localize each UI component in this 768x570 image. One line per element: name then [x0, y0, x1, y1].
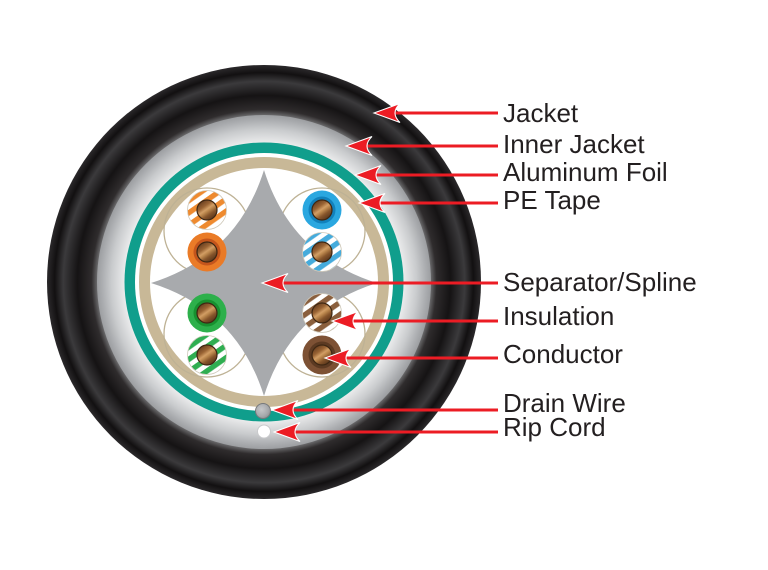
- arrowhead-icon: [330, 310, 359, 332]
- arrowhead-icon: [260, 272, 289, 294]
- conductor-copper: [196, 241, 218, 263]
- annotation-rip-cord: Rip Cord: [272, 412, 606, 443]
- annotation-separator-spline: Separator/Spline: [260, 267, 697, 297]
- conductor-copper: [196, 344, 218, 366]
- arrowhead-icon: [270, 399, 299, 421]
- annotation-jacket: Jacket: [372, 98, 579, 128]
- arrowhead-icon: [323, 347, 352, 369]
- label-conductor: Conductor: [503, 339, 623, 369]
- rip-cord-dot: [257, 424, 271, 439]
- label-inner-jacket: Inner Jacket: [503, 129, 645, 159]
- annotations: Jacket Inner Jacket Aluminum Foil PE Tap…: [260, 98, 697, 443]
- annotation-insulation: Insulation: [330, 301, 614, 332]
- label-rip-cord: Rip Cord: [503, 412, 606, 442]
- label-pe-tape: PE Tape: [503, 185, 601, 215]
- conductor-copper: [311, 344, 333, 366]
- drain-wire-dot: [255, 403, 271, 419]
- label-separator-spline: Separator/Spline: [503, 267, 697, 297]
- conductor-copper: [311, 241, 333, 263]
- arrowhead-icon: [357, 192, 386, 214]
- annotation-pe-tape: PE Tape: [357, 185, 601, 215]
- annotation-drain-wire: Drain Wire: [270, 388, 626, 421]
- conductor-copper: [311, 199, 333, 221]
- wire-pair-orange: [187, 190, 227, 272]
- label-drain-wire: Drain Wire: [503, 388, 626, 418]
- conductor-copper: [311, 302, 333, 324]
- arrowhead-icon: [344, 135, 373, 157]
- arrowhead-icon: [272, 421, 301, 443]
- annotation-conductor: Conductor: [323, 339, 623, 369]
- wire-pair-brown: [302, 293, 342, 375]
- label-jacket: Jacket: [503, 98, 579, 128]
- arrowhead-icon: [372, 102, 401, 124]
- wire-pair-green: [187, 293, 227, 375]
- annotation-aluminum-foil: Aluminum Foil: [353, 157, 668, 187]
- label-insulation: Insulation: [503, 301, 614, 331]
- wire-pair-blue: [302, 190, 342, 272]
- conductor-copper: [196, 302, 218, 324]
- conductor-copper: [196, 199, 218, 221]
- label-aluminum-foil: Aluminum Foil: [503, 157, 668, 187]
- annotation-inner-jacket: Inner Jacket: [344, 129, 645, 159]
- arrowhead-icon: [353, 164, 382, 186]
